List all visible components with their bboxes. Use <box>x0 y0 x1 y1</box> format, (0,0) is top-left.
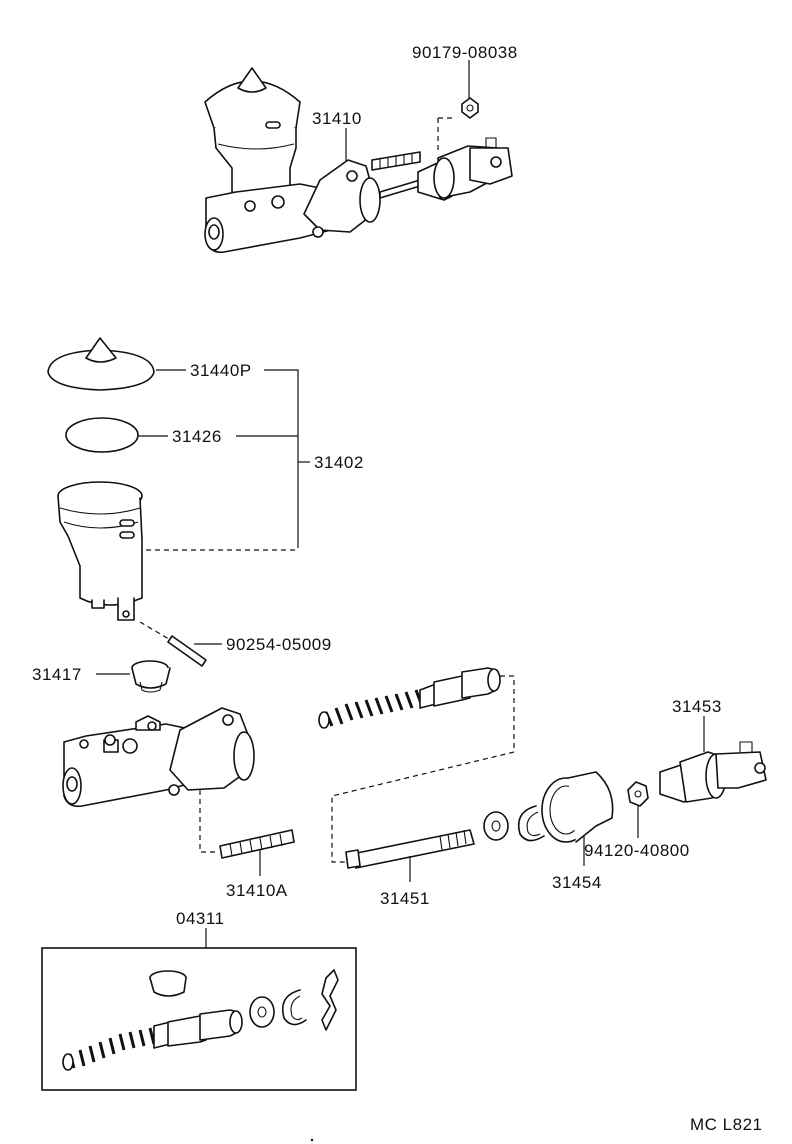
label-31454: 31454 <box>552 873 602 892</box>
label-94120-40800: 94120-40800 <box>584 841 690 860</box>
diaphragm-drawing <box>65 417 139 453</box>
label-90179-08038: 90179-08038 <box>412 43 518 62</box>
label-31451: 31451 <box>380 889 430 908</box>
cylinder-body-drawing <box>62 707 255 808</box>
label-31453: 31453 <box>672 697 722 716</box>
boot-drawing <box>541 771 614 843</box>
label-31440P: 31440P <box>190 361 252 380</box>
piston-spring-drawing <box>318 667 501 729</box>
snap-ring-drawing <box>517 805 545 842</box>
reservoir-drawing <box>57 481 143 621</box>
label-31410A: 31410A <box>226 881 288 900</box>
label-90254-05009: 90254-05009 <box>226 635 332 654</box>
master-cylinder-assembly-drawing <box>204 67 513 254</box>
reservoir-cap-drawing <box>47 337 155 391</box>
label-04311: 04311 <box>176 909 225 928</box>
center-dot <box>310 1138 314 1142</box>
pin-drawing <box>139 621 207 667</box>
label-31426: 31426 <box>172 427 222 446</box>
repair-kit-box <box>41 947 357 1091</box>
footer-code: MC L821 <box>690 1115 762 1134</box>
washer-drawing <box>483 811 509 841</box>
grommet-drawing <box>131 660 171 693</box>
nut-drawing <box>627 781 649 807</box>
stud-drawing <box>219 829 295 859</box>
clevis-drawing <box>659 741 767 803</box>
repair-kit-parts-drawing <box>62 969 339 1071</box>
label-31417: 31417 <box>32 665 82 684</box>
label-31402: 31402 <box>314 453 364 472</box>
push-rod-drawing <box>345 829 475 869</box>
label-31410: 31410 <box>312 109 362 128</box>
